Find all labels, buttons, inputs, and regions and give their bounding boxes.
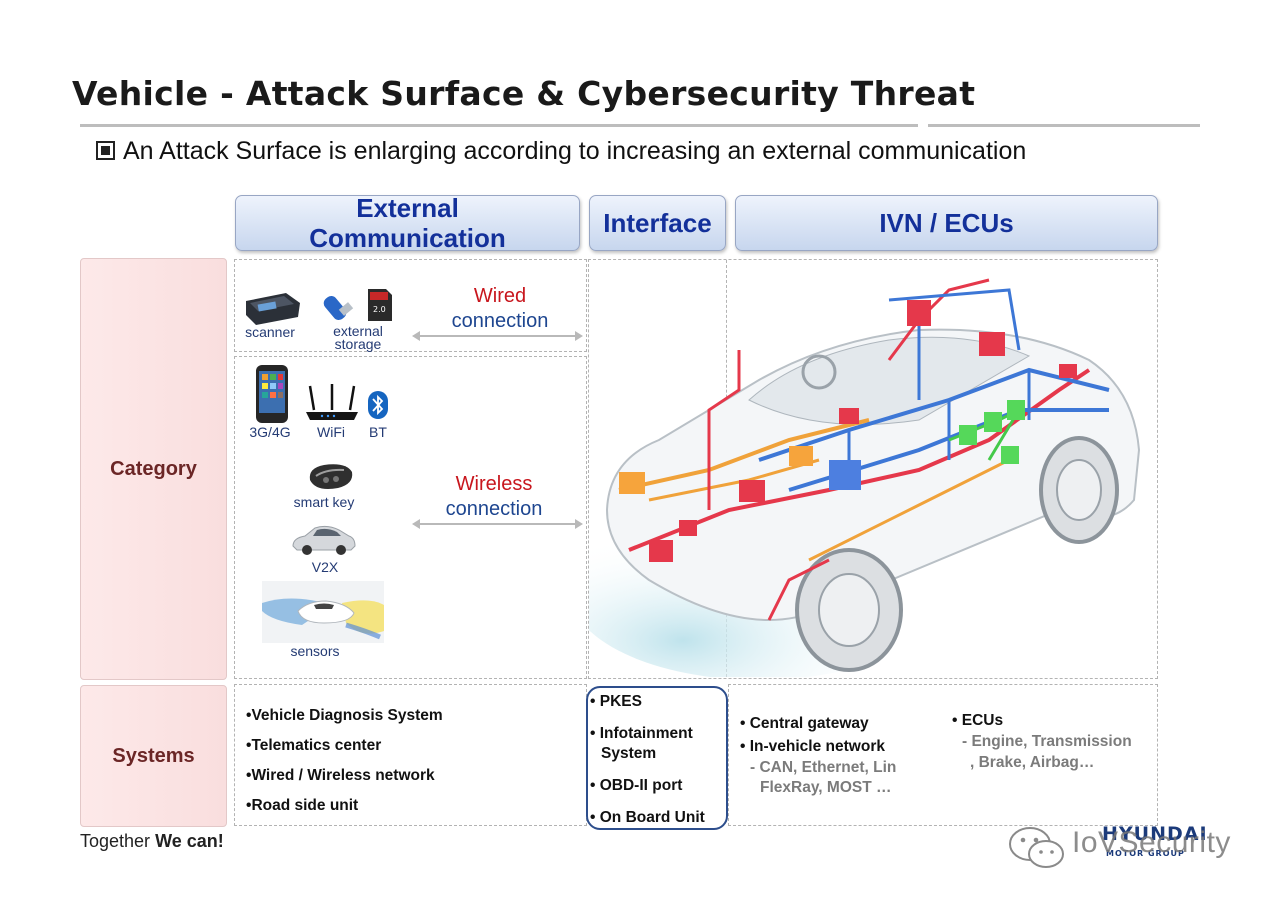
wireless-connection-word: connection [445,498,543,520]
list-item: Road side unit [246,791,443,821]
ecu-detail: , Brake, Airbag… [970,754,1095,771]
obd-scanner-icon [246,293,300,325]
list-item: • OBD-II port [590,777,683,794]
title-divider [80,124,918,127]
vehicle-network-illustration [589,278,1141,677]
list-item: • Infotainment System [590,725,693,762]
header-external-label: External Communication [309,193,506,253]
sensors-icon [262,581,384,643]
row-category-label: Category [110,457,197,480]
header-interface: Interface [589,195,726,251]
network-detail: FlexRay, MOST … [760,779,892,796]
interface-systems-highlight [586,686,728,830]
wireless-connection-label: Wireless connection [430,472,558,522]
wireless-box [234,356,587,679]
list-item: • PKES [590,693,642,710]
watermark-text: IoVSecurity [1072,826,1231,859]
wechat-watermark-icon [1009,827,1064,868]
systems-ecus-list: • ECUs - Engine, Transmission , Brake, A… [952,710,1132,773]
cell-label: 3G/4G [249,424,291,440]
row-systems: Systems [80,685,227,827]
wired-connection-word: connection [451,310,549,332]
scanner-label: scanner [245,324,295,340]
header-external-communication: External Communication [235,193,580,253]
svg-text:2.0: 2.0 [373,305,386,314]
row-systems-label: Systems [112,744,195,767]
storage-label: external storage [333,323,383,352]
systems-interface-list: • PKES • Infotainment System • OBD-II po… [590,692,722,828]
wireless-arrow-icon [412,519,583,529]
list-item: Wired / Wireless network [246,761,443,791]
smart-key-label: smart key [293,494,355,510]
v2x-label: V2X [311,559,339,575]
list-item: • In-vehicle network [740,738,885,755]
wireless-word: Wireless [455,473,533,495]
subtitle-text: An Attack Surface is enlarging according… [123,137,1027,165]
vehicle-box [588,259,1158,679]
list-item: Telematics center [246,731,443,761]
ecu-detail: - Engine, Transmission [962,733,1132,750]
smart-key-icon [309,464,353,489]
bt-label: BT [369,424,387,440]
wired-box [234,259,587,352]
brand-logo: HYUNDAI [1102,823,1208,845]
wired-word: Wired [473,285,527,307]
wifi-label: WiFi [317,424,345,440]
list-item: • Central gateway [740,715,869,732]
wired-connection-label: Wired connection [438,284,562,334]
slogan: Together We can! [80,831,224,851]
systems-ivn-list: • Central gateway • In-vehicle network -… [740,712,896,798]
systems-ivn-box [728,684,1158,826]
page-title: Vehicle - Attack Surface & Cybersecurity… [72,74,976,113]
v2x-car-icon [292,525,356,555]
list-item: Vehicle Diagnosis System [246,701,442,731]
network-detail: - CAN, Ethernet, Lin [750,759,897,776]
square-bullet-icon [96,141,115,160]
row-category: Category [80,258,227,680]
wifi-router-icon [306,384,358,420]
systems-external-list: Vehicle Diagnosis System Telematics cent… [246,701,443,821]
header-interface-label: Interface [603,208,712,238]
sd-card-icon: 2.0 [368,289,392,321]
list-item: • ECUs [952,712,1004,729]
title-divider-right [928,124,1200,127]
header-ivn-label: IVN / ECUs [879,208,1014,238]
header-ivn-ecus: IVN / ECUs [735,195,1158,251]
bluetooth-icon [368,391,388,419]
wired-arrow-icon [412,331,583,341]
brand-subtitle: MOTOR GROUP [1106,849,1185,858]
list-item: • On Board Unit [590,809,705,826]
usb-stick-icon [323,295,354,321]
subtitle: An Attack Surface is enlarging according… [96,137,1026,166]
sensors-label: sensors [290,643,340,659]
smartphone-icon [256,365,288,423]
